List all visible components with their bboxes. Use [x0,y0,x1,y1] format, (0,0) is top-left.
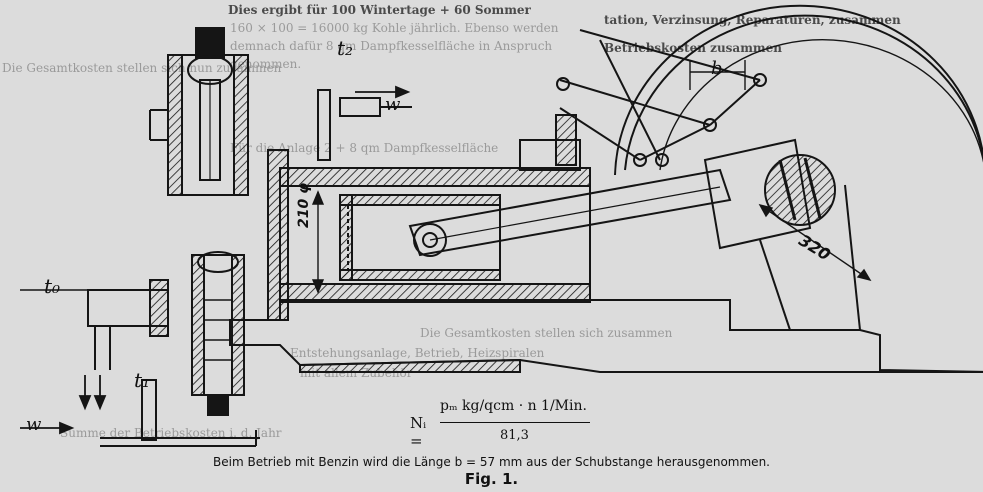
label-w-bottom: w [26,414,42,435]
formula-numerator: pₘ kg/qcm · n 1/Min. [440,398,587,414]
b-dimension [689,60,746,90]
background-text-line: Die Gesamtkosten stellen sich nun zusamm… [2,61,282,75]
label-t0: t₀ [44,274,61,298]
background-text-line: Betriebskosten zusammen [604,41,782,55]
label-t2: t₂ [337,36,354,60]
piston [339,194,501,281]
t2-pipe [317,89,412,161]
background-text-line: demnach dafür 8 qm Dampfkesselfläche in … [230,39,553,53]
cylinder [267,149,591,321]
background-text-line: Für die Anlage 2 + 8 qm Dampfkesselfläch… [230,141,499,155]
label-w-top: w [385,94,401,115]
figure-caption: Beim Betrieb mit Benzin wird die Länge b… [213,455,770,469]
formula-denominator: 81,3 [500,428,529,443]
inlet-valve-assembly [149,27,249,196]
connecting-rod [408,168,732,257]
background-text-line: Summe der Betriebskosten i. d. Jahr [60,426,282,440]
background-text-line: Entstehungsanlage, Betrieb, Heizspiralen [290,346,545,360]
exhaust-valve-assembly [191,251,245,416]
inlet-piping [20,279,260,447]
engine-base [229,299,983,373]
background-text-line: Dies ergibt für 100 Wintertage + 60 Somm… [228,3,531,17]
label-dim-210: 210 φ [296,182,312,228]
background-text-line: 160 × 100 = 16000 kg Kohle jährlich. Ebe… [230,21,559,35]
label-b: b [711,58,723,79]
dim-210-line [311,190,325,294]
valve-linkage [519,29,767,171]
formula-fraction-bar [440,422,590,423]
flywheel [614,4,983,331]
dim-320-line [758,203,872,282]
formula-lhs: Nᵢ = [410,414,427,450]
label-t1: t₁ [134,368,151,392]
background-text-line: Die Gesamtkosten stellen sich zusammen [420,326,673,340]
flow-arrows [20,85,411,435]
crank-bearing [703,138,836,250]
figure-label: Fig. 1. [464,470,519,488]
